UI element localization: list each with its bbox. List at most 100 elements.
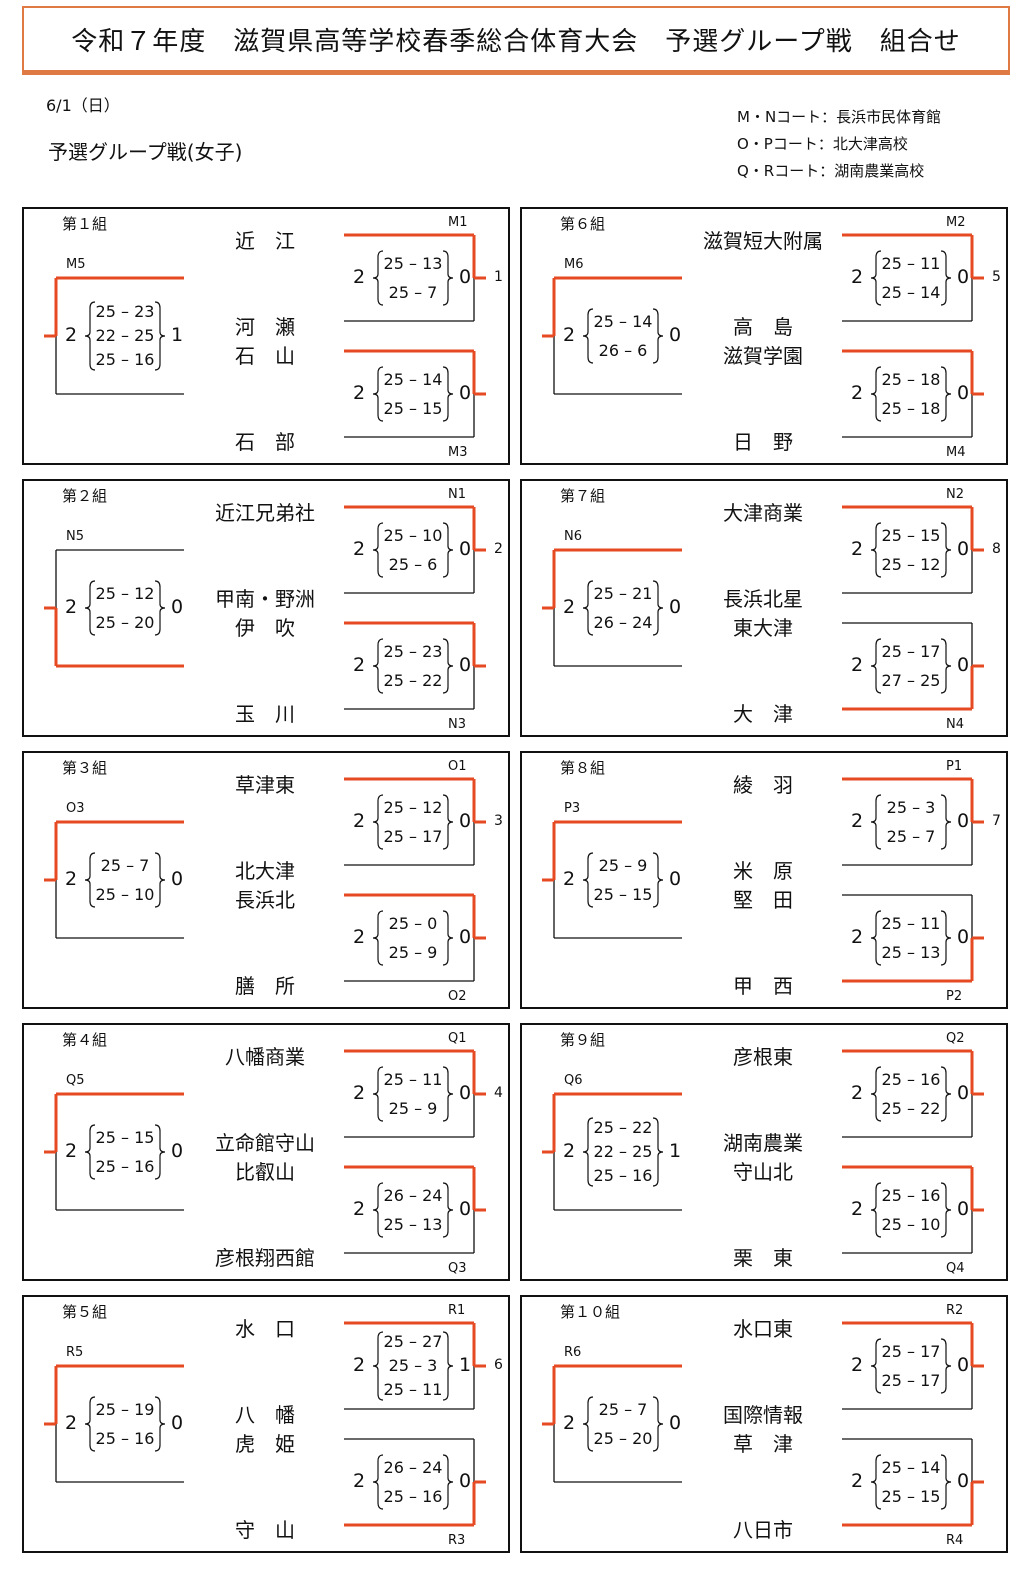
match-b-sets-won: 2	[850, 1470, 864, 1492]
match-code-final: O3	[66, 801, 85, 816]
match-b-right-brace	[442, 638, 454, 694]
match-code-a: N1	[448, 487, 466, 502]
final-set-score: 25 – 7	[598, 1399, 648, 1419]
team-name: 膳 所	[235, 974, 295, 998]
match-b-left-brace	[870, 910, 882, 966]
final-sets-lost: 0	[668, 1412, 682, 1434]
group-name: 第９組	[560, 1031, 606, 1049]
match-b-sets-won: 2	[850, 1198, 864, 1220]
match-b-left-brace	[372, 910, 384, 966]
match-a-right-brace	[940, 1338, 952, 1394]
match-a-sets-lost: 0	[956, 810, 970, 832]
match-b-left-brace	[870, 366, 882, 422]
final-set-score: 25 – 20	[95, 612, 155, 632]
match-code-final: N6	[564, 529, 582, 544]
bracket-lines	[44, 233, 486, 438]
match-a-left-brace	[372, 794, 384, 850]
final-sets-won: 2	[64, 324, 78, 346]
match-code-a: O1	[448, 759, 467, 774]
final-sets-lost: 0	[668, 324, 682, 346]
final-sets-lost: 0	[170, 596, 184, 618]
group-rank: 3	[494, 813, 503, 829]
match-b-set-score: 25 – 18	[881, 369, 941, 389]
final-set-score: 25 – 10	[95, 884, 155, 904]
final-sets-won: 2	[64, 1140, 78, 1162]
match-a-sets-won: 2	[352, 1082, 366, 1104]
match-a-sets-won: 2	[352, 538, 366, 560]
match-b-sets-won: 2	[352, 654, 366, 676]
final-left-brace	[582, 852, 594, 908]
match-a-sets-lost: 0	[956, 1082, 970, 1104]
section-subtitle: 予選グループ戦(女子)	[48, 140, 243, 164]
match-a-set-score: 25 – 27	[383, 1332, 443, 1351]
match-a-sets-lost: 0	[458, 810, 472, 832]
match-a-sets-lost: 0	[956, 266, 970, 288]
match-a-right-brace	[940, 522, 952, 578]
group-rank: 8	[992, 541, 1001, 557]
match-code-b: R3	[448, 1533, 466, 1548]
match-code-a: P1	[946, 759, 963, 774]
final-right-brace	[652, 1117, 664, 1187]
final-right-brace	[652, 1396, 664, 1452]
match-code-b: N4	[946, 717, 964, 732]
match-code-b: P2	[946, 989, 963, 1004]
match-b-set-score: 25 – 17	[881, 641, 941, 661]
team-name: 湖南農業	[723, 1131, 803, 1155]
match-b-sets-won: 2	[352, 926, 366, 948]
final-sets-won: 2	[64, 596, 78, 618]
match-a-set-score: 25 – 3	[886, 797, 936, 817]
match-code-final: P3	[564, 801, 581, 816]
final-set-score: 25 – 9	[598, 855, 648, 875]
venue-list: M・Nコート：長浜市民体育館 O・Pコート：北大津高校 Q・Rコート：湖南農業高…	[737, 104, 941, 185]
match-b-right-brace	[940, 638, 952, 694]
match-code-final: M5	[66, 257, 86, 272]
bracket-lines	[542, 777, 984, 983]
final-right-brace	[154, 580, 166, 636]
final-sets-lost: 1	[170, 324, 184, 346]
match-code-a: Q1	[448, 1031, 467, 1046]
match-a-sets-won: 2	[850, 810, 864, 832]
final-set-score: 25 – 15	[593, 884, 653, 904]
team-name: 大津商業	[723, 501, 803, 525]
match-b-right-brace	[940, 910, 952, 966]
group-rank: 4	[494, 1085, 503, 1101]
final-left-brace	[84, 301, 96, 371]
team-name: 彦根翔西館	[215, 1246, 315, 1270]
match-b-sets-won: 2	[850, 382, 864, 404]
match-code-final: R5	[66, 1345, 84, 1360]
match-b-sets-won: 2	[850, 654, 864, 676]
final-sets-lost: 0	[668, 868, 682, 890]
match-a-sets-lost: 0	[956, 538, 970, 560]
match-a-sets-won: 2	[352, 266, 366, 288]
final-set-score: 25 – 14	[593, 311, 653, 331]
group-name: 第２組	[62, 487, 108, 505]
match-b-set-score: 25 – 13	[881, 942, 941, 962]
final-sets-won: 2	[562, 1140, 576, 1162]
match-a-right-brace	[940, 1066, 952, 1122]
match-a-set-score: 25 – 17	[383, 826, 443, 846]
team-name: 河 瀬	[235, 315, 295, 339]
team-name: 甲南・野洲	[215, 587, 315, 611]
team-name: 石 山	[235, 344, 295, 368]
final-left-brace	[582, 308, 594, 364]
match-b-right-brace	[940, 1454, 952, 1510]
venue-qr: Q・Rコート：湖南農業高校	[737, 162, 925, 180]
match-b-left-brace	[372, 366, 384, 422]
match-b-sets-won: 2	[352, 382, 366, 404]
match-a-left-brace	[372, 522, 384, 578]
match-a-left-brace	[372, 1066, 384, 1122]
team-name: 伊 吹	[235, 616, 295, 640]
match-code-a: N2	[946, 487, 964, 502]
final-set-score: 22 – 25	[95, 326, 155, 345]
team-name: 彦根東	[733, 1045, 793, 1069]
match-code-a: M2	[946, 215, 966, 230]
group-rank: 5	[992, 269, 1001, 285]
final-set-score: 25 – 16	[95, 350, 155, 369]
match-b-set-score: 25 – 23	[383, 641, 443, 661]
final-sets-won: 2	[562, 596, 576, 618]
match-b-set-score: 27 – 25	[881, 670, 941, 690]
team-name: 長浜北	[235, 888, 295, 912]
